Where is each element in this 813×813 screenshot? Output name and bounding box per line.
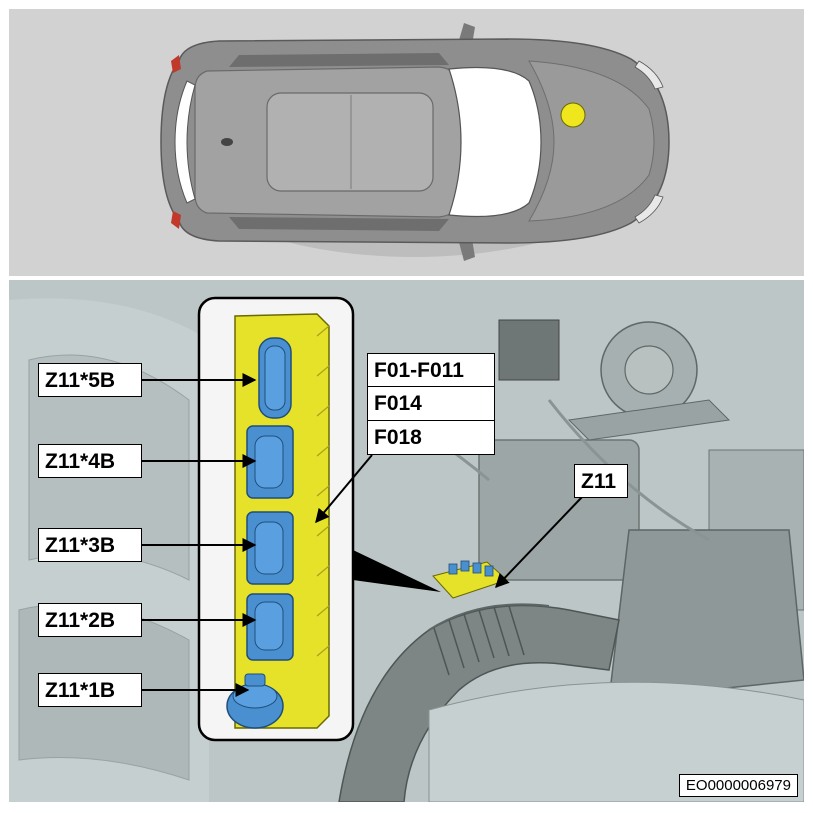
label-module-z11: Z11: [574, 464, 628, 498]
label-connector-z11-3b: Z11*3B: [38, 528, 142, 562]
car-top-view-illustration: [160, 23, 670, 261]
label-connector-z11-1b: Z11*1B: [38, 673, 142, 707]
connector-2b-shape: [246, 593, 294, 661]
connector-3b-shape: [246, 511, 294, 585]
label-connector-z11-4b: Z11*4B: [38, 444, 142, 478]
label-fuse-f014: F014: [367, 387, 495, 421]
vehicle-top-view-panel: [9, 9, 804, 276]
label-fuse-f018: F018: [367, 421, 495, 455]
label-connector-z11-2b: Z11*2B: [38, 603, 142, 637]
connector-5b-shape: [258, 337, 292, 419]
label-fuses-f01-f011: F01-F011: [367, 353, 495, 387]
figure-reference-code: EO0000006979: [678, 774, 798, 797]
panel-separator: [0, 276, 813, 280]
label-connector-z11-5b: Z11*5B: [38, 363, 142, 397]
fuse-box-location-marker: [560, 102, 586, 128]
fuse-box-detail-inset: [197, 296, 355, 742]
connector-4b-shape: [246, 425, 294, 499]
